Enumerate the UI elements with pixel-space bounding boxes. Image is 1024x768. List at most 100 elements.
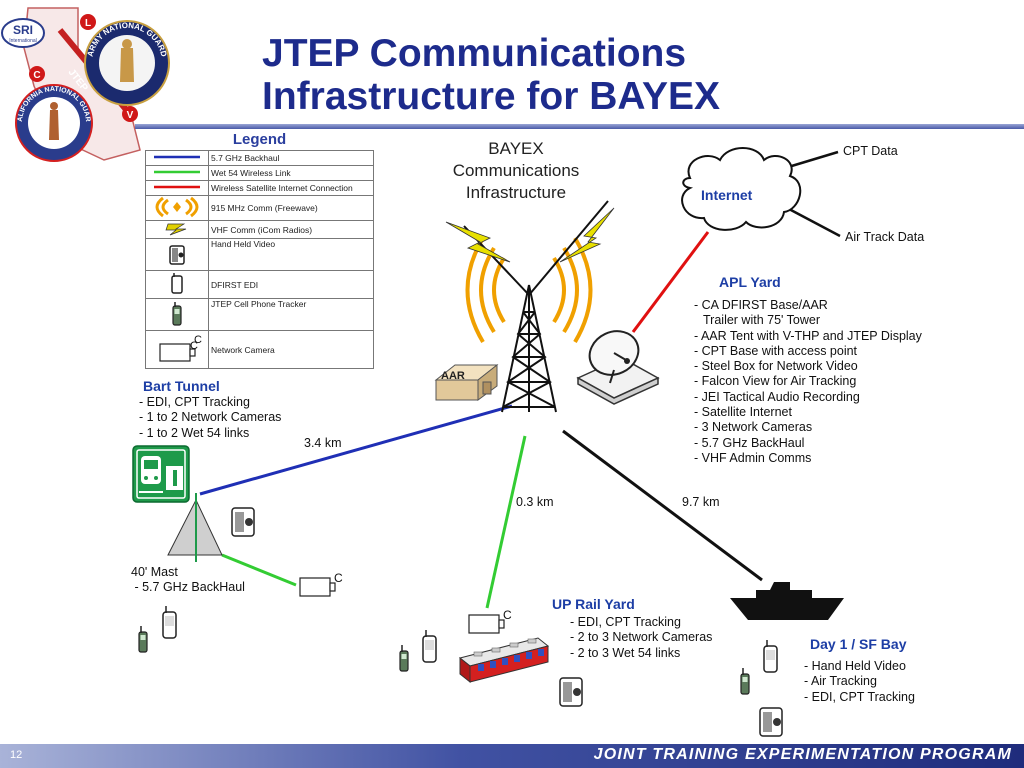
list-item: - Satellite Internet bbox=[694, 405, 792, 420]
mast-label-line-2: - 5.7 GHz BackHaul bbox=[131, 580, 245, 595]
video-camera-icon bbox=[231, 507, 255, 537]
backhaul-link-bart bbox=[199, 404, 513, 496]
network-diagram: AAR bbox=[132, 147, 844, 737]
handheld-device-icon bbox=[162, 605, 177, 639]
list-item: - Falcon View for Air Tracking bbox=[694, 374, 857, 389]
list-item: - CA DFIRST Base/AAR bbox=[694, 298, 828, 312]
letter-v-badge bbox=[122, 106, 138, 122]
list-item: - 3 Network Cameras bbox=[694, 420, 813, 435]
legend-row-vhf: VHF Comm (iCom Radios) bbox=[145, 220, 374, 239]
cell-phone-icon bbox=[138, 625, 148, 653]
video-camera-icon bbox=[559, 677, 583, 707]
program-name: JOINT TRAINING EXPERIMENTATION PROGRAM bbox=[593, 746, 1012, 763]
slide-title: JTEP Communications Infrastructure for B… bbox=[262, 32, 962, 118]
list-item: - JEI Tactical Audio Recording bbox=[694, 389, 860, 404]
bay-link bbox=[562, 429, 763, 582]
train-railcar-icon bbox=[458, 637, 550, 684]
legend-row-network-camera: C Network Camera bbox=[145, 330, 374, 369]
aar-label: AAR bbox=[441, 370, 465, 382]
legend-row-dfirst-edi: DFIRST EDI bbox=[145, 270, 374, 299]
center-title: BAYEX Communications Infrastructure bbox=[428, 138, 604, 204]
footer-bar bbox=[0, 744, 1024, 768]
communications-tower-icon bbox=[463, 200, 609, 413]
list-item: - AAR Tent with V-THP and JTEP Display bbox=[694, 328, 922, 343]
center-title-line-2: Communications bbox=[452, 161, 580, 180]
sf-bay-list: - Hand Held Video - Air Tracking - EDI, … bbox=[804, 659, 915, 705]
up-rail-yard-heading: UP Rail Yard bbox=[552, 596, 635, 612]
distance-rail-label: 0.3 km bbox=[516, 495, 554, 509]
cell-phone-icon bbox=[740, 667, 750, 695]
network-camera-icon: C bbox=[159, 334, 202, 362]
letter-l-badge bbox=[80, 14, 96, 30]
list-item: - EDI, CPT Tracking bbox=[804, 689, 915, 704]
internet-cloud-icon bbox=[681, 147, 802, 231]
bart-tunnel-heading: Bart Tunnel bbox=[143, 378, 220, 394]
svg-text:C: C bbox=[194, 334, 202, 346]
list-item: - Steel Box for Network Video bbox=[694, 359, 858, 374]
freewave-signal-icon bbox=[155, 196, 199, 218]
cell-phone-icon bbox=[172, 301, 182, 326]
bart-tunnel-list: - EDI, CPT Tracking - 1 to 2 Network Cam… bbox=[139, 395, 281, 441]
legend-row-satellite: Wireless Satellite Internet Connection bbox=[145, 180, 374, 196]
cell-phone-icon bbox=[399, 644, 409, 672]
camera-letter: C bbox=[334, 571, 343, 585]
network-camera-icon bbox=[468, 614, 505, 634]
satellite-link bbox=[631, 231, 710, 333]
sri-logo: SRI International bbox=[1, 18, 45, 48]
center-title-line-3: Infrastructure bbox=[465, 183, 567, 202]
vhf-lightning-icon bbox=[165, 223, 187, 235]
internet-label: Internet bbox=[701, 187, 753, 203]
svg-text:L: L bbox=[85, 18, 91, 29]
list-item: - 1 to 2 Wet 54 links bbox=[139, 425, 250, 440]
distance-bart-label: 3.4 km bbox=[304, 436, 342, 450]
satellite-dish-icon bbox=[576, 330, 660, 405]
distance-bay-label: 9.7 km bbox=[682, 495, 720, 509]
up-rail-yard-list: - EDI, CPT Tracking - 2 to 3 Network Cam… bbox=[570, 615, 712, 661]
svg-text:International: International bbox=[9, 38, 37, 44]
apl-yard-heading: APL Yard bbox=[719, 274, 781, 290]
handheld-device-icon bbox=[422, 629, 437, 663]
center-title-line-1: BAYEX bbox=[488, 139, 544, 158]
network-camera-icon bbox=[299, 577, 336, 597]
vhf-lightning-icon bbox=[559, 207, 615, 263]
legend-row-hand-held-video: Hand Held Video bbox=[145, 238, 374, 271]
letter-c-badge bbox=[29, 66, 45, 82]
mast-label-line-1: 40' Mast bbox=[131, 565, 178, 579]
cpt-data-label: CPT Data bbox=[843, 144, 898, 158]
wet54-link-mast-camera bbox=[221, 553, 297, 587]
list-item: - 2 to 3 Network Cameras bbox=[570, 630, 713, 645]
svg-text:V: V bbox=[127, 110, 134, 121]
sf-bay-heading: Day 1 / SF Bay bbox=[810, 636, 907, 652]
handheld-device-icon bbox=[763, 639, 778, 673]
title-line-1: JTEP Communications bbox=[262, 32, 687, 75]
handheld-device-icon bbox=[171, 272, 183, 294]
list-item: - EDI, CPT Tracking bbox=[570, 615, 681, 629]
legend-label: 915 MHz Comm (Freewave) bbox=[208, 195, 374, 221]
mast-icon bbox=[167, 493, 223, 562]
title-divider bbox=[135, 124, 1024, 129]
wet54-link-rail bbox=[485, 435, 527, 609]
air-track-link bbox=[788, 207, 841, 238]
mast-label: 40' Mast - 5.7 GHz BackHaul bbox=[131, 565, 245, 596]
cpt-data-link bbox=[784, 150, 839, 170]
list-item: - Air Tracking bbox=[804, 674, 877, 689]
legend-label: JTEP Cell Phone Tracker bbox=[208, 298, 374, 331]
legend-row-cell-tracker: JTEP Cell Phone Tracker bbox=[145, 298, 374, 331]
camera-letter: C bbox=[503, 608, 512, 622]
list-item: Trailer with 75' Tower bbox=[703, 313, 821, 328]
list-item: - CPT Base with access point bbox=[694, 343, 858, 358]
svg-text:SRI: SRI bbox=[13, 23, 33, 37]
apl-yard-list: - CA DFIRST Base/AAR Trailer with 75' To… bbox=[694, 298, 922, 466]
legend-camera-letter: C bbox=[190, 340, 198, 352]
title-line-2: Infrastructure for BAYEX bbox=[262, 75, 721, 118]
list-item: - VHF Admin Comms bbox=[694, 450, 812, 465]
list-item: - 5.7 GHz BackHaul bbox=[694, 435, 805, 450]
legend-title: Legend bbox=[232, 131, 287, 148]
aar-building-icon bbox=[434, 363, 499, 401]
page-number: 12 bbox=[10, 749, 23, 761]
vhf-lightning-icon bbox=[445, 221, 511, 263]
list-item: - 1 to 2 Network Cameras bbox=[139, 410, 282, 425]
list-item: - EDI, CPT Tracking bbox=[139, 395, 250, 409]
video-camera-icon bbox=[759, 707, 783, 737]
ship-icon bbox=[730, 582, 844, 620]
